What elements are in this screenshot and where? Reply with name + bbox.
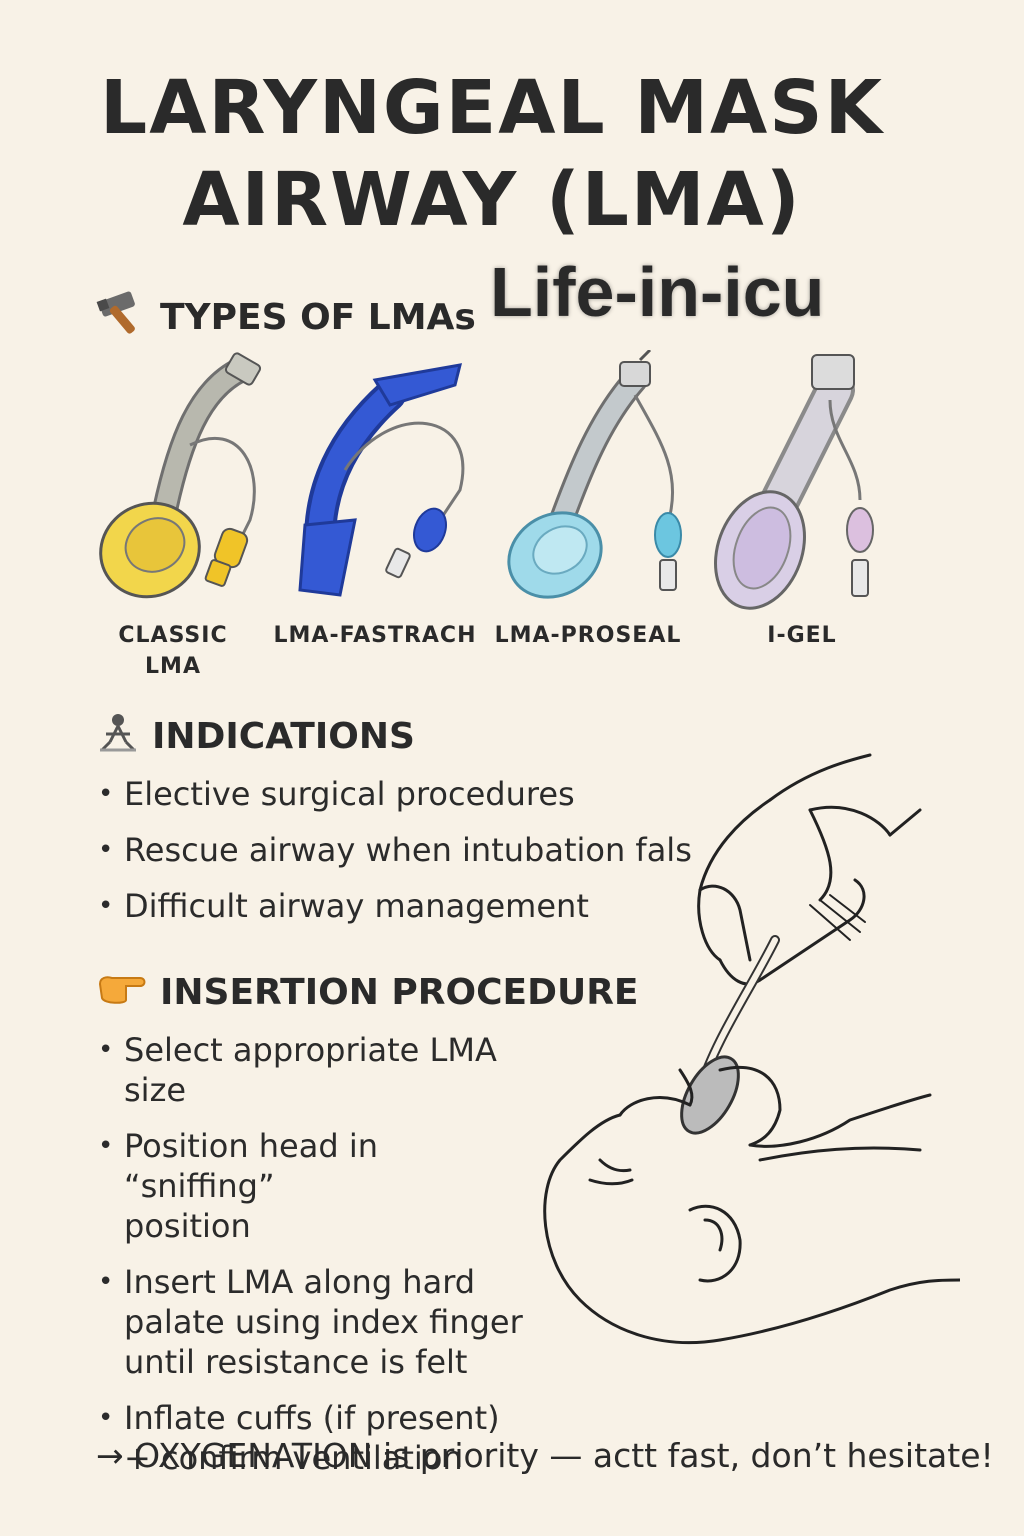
device-label-igel: I-GEL — [740, 620, 864, 651]
footer-emphasis: OXYGENATION — [134, 1436, 373, 1475]
device-label-classic-text: CLASSIC LMA — [118, 623, 228, 679]
list-item: Select appropriate LMA size — [96, 1030, 526, 1110]
fastrach-lma-image — [298, 363, 465, 597]
brand-watermark: Life-in-icu — [490, 253, 825, 331]
insertion-heading-label: INSERTION PROCEDURE — [160, 972, 639, 1013]
proseal-lma-image — [507, 350, 682, 599]
title-line-1: LARYNGEAL MASK — [100, 65, 884, 151]
types-heading-label: TYPES OF LMAs — [160, 297, 476, 338]
classic-lma-image — [99, 352, 262, 599]
device-label-igel-text: I-GEL — [767, 623, 837, 648]
indications-list: Elective surgical procedures Rescue airw… — [96, 774, 692, 926]
insertion-heading: INSERTION PROCEDURE — [96, 970, 639, 1015]
indications-heading-label: INDICATIONS — [152, 716, 415, 757]
list-item: Difficult airway management — [96, 886, 692, 926]
pointing-hand-icon — [96, 970, 148, 1015]
lma-device-illustrations — [99, 350, 874, 610]
device-label-classic: CLASSIC LMA — [100, 620, 246, 682]
footer-text: is priority — actt fast, don’t hesitate! — [372, 1436, 994, 1475]
device-label-proseal: LMA-PROSEAL — [492, 620, 684, 651]
list-item: Insert LMA along hard palate using index… — [96, 1262, 526, 1382]
list-item: Elective surgical procedures — [96, 774, 692, 814]
footer-note: → OXYGENATION is priority — actt fast, d… — [96, 1436, 994, 1475]
arrow-icon: → — [96, 1436, 124, 1475]
hammer-icon — [96, 290, 148, 345]
insertion-list: Select appropriate LMA size Position hea… — [96, 1030, 526, 1478]
indications-heading: INDICATIONS — [96, 712, 415, 761]
device-label-proseal-text: LMA-PROSEAL — [494, 623, 682, 648]
lma-insertion-illustration — [543, 753, 960, 1345]
igel-image — [714, 354, 874, 610]
list-item: Rescue airway when intubation fals — [96, 830, 692, 870]
page-title: LARYNGEAL MASK AIRWAY (LMA) — [0, 62, 984, 246]
title-line-2: AIRWAY (LMA) — [182, 157, 802, 243]
device-label-fastrach-text: LMA-FASTRACH — [273, 623, 477, 648]
list-item: Inflate cuffs (if present) + confirm ven… — [96, 1398, 526, 1478]
medical-figure-icon — [96, 712, 140, 761]
list-item: Position head in “sniffing” position — [96, 1126, 526, 1246]
types-heading: TYPES OF LMAs — [96, 290, 476, 345]
device-label-fastrach: LMA-FASTRACH — [270, 620, 480, 651]
